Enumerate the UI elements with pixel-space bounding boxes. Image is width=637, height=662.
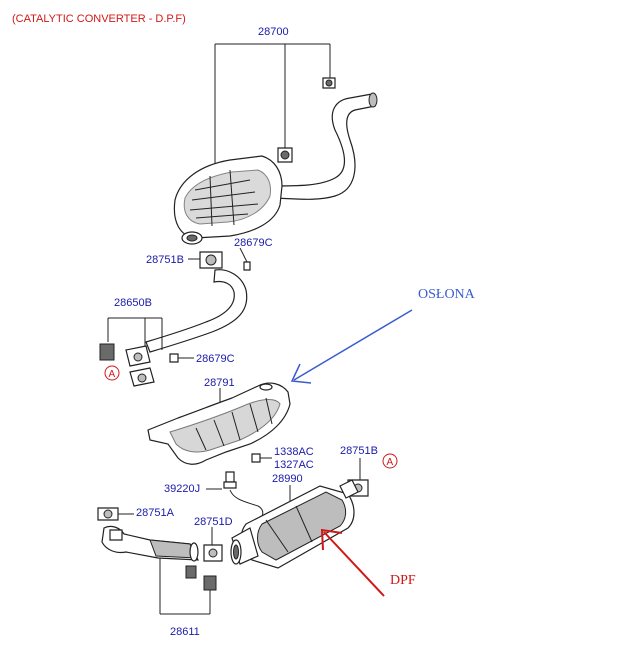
marker-a-left-label: A bbox=[109, 369, 116, 380]
part-number-28751d: 28751D bbox=[194, 516, 233, 528]
reference-marker-a-right bbox=[382, 453, 398, 469]
part-number-28990: 28990 bbox=[272, 473, 303, 485]
gasket-28751a-illustration bbox=[97, 507, 134, 521]
part-number-1338ac: 1338AC bbox=[274, 446, 314, 458]
part-number-28679c-mid: 28679C bbox=[196, 353, 235, 365]
flange-gasket-top-illustration bbox=[188, 247, 251, 271]
part-number-28751a: 28751A bbox=[136, 507, 175, 519]
annotation-dpf: DPF bbox=[390, 573, 416, 588]
heat-shield-illustration bbox=[147, 382, 291, 465]
part-number-39220j: 39220J bbox=[164, 483, 200, 495]
diagram-title: (CATALYTIC CONVERTER - D.P.F) bbox=[12, 13, 186, 25]
oslona-arrow bbox=[290, 309, 413, 384]
annotation-oslona: OSŁONA bbox=[418, 287, 476, 302]
sensor-illustration bbox=[206, 471, 264, 517]
part-number-28611: 28611 bbox=[170, 626, 200, 638]
dpf-arrow bbox=[320, 528, 385, 597]
part-number-28679c-top: 28679C bbox=[234, 237, 273, 249]
part-number-28650b: 28650B bbox=[114, 297, 152, 309]
dpf-unit-illustration bbox=[230, 479, 359, 569]
muffler-assembly-illustration bbox=[173, 43, 378, 245]
part-number-28751b-top: 28751B bbox=[146, 254, 184, 266]
part-number-28751b-right: 28751B bbox=[340, 445, 378, 457]
shield-bolt-illustration bbox=[251, 453, 272, 463]
gasket-28751d-illustration bbox=[203, 527, 223, 562]
connecting-pipe-illustration bbox=[101, 525, 217, 615]
part-number-28700: 28700 bbox=[258, 26, 289, 38]
marker-a-right-label: A bbox=[387, 457, 394, 468]
reference-marker-a-left bbox=[104, 365, 120, 381]
front-pipe-illustration bbox=[99, 269, 248, 387]
part-number-28791: 28791 bbox=[204, 377, 235, 389]
part-number-1327ac: 1327AC bbox=[274, 459, 314, 471]
